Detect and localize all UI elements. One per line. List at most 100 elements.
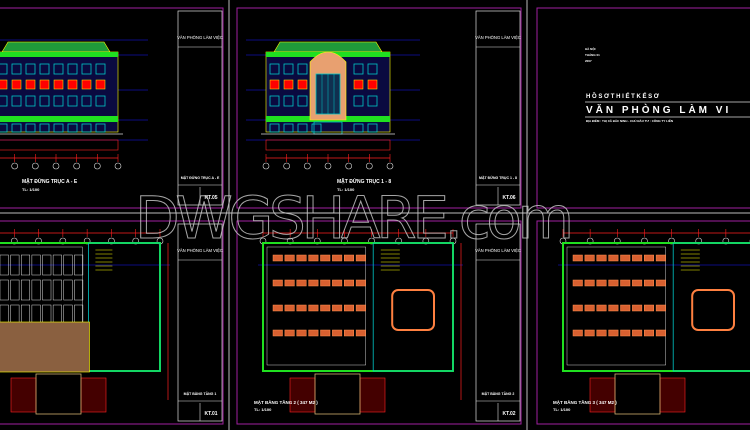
block-project: VĂN PHÒNG LÀM VIỆC bbox=[475, 35, 521, 40]
furniture bbox=[332, 304, 343, 312]
block-title: MẶT ĐỨNG TRỤC 1 - 8 bbox=[479, 175, 517, 180]
cover-heading: H Ồ S Ơ T H I Ế T K Ế S Ơ bbox=[586, 93, 660, 100]
furniture bbox=[0, 254, 9, 276]
furniture bbox=[284, 329, 295, 337]
roof bbox=[273, 41, 383, 53]
window bbox=[0, 95, 8, 107]
furniture bbox=[644, 279, 654, 287]
ramp bbox=[589, 377, 616, 413]
ramp bbox=[289, 377, 316, 413]
furniture bbox=[608, 304, 619, 312]
block-project: VĂN PHÒNG LÀM VIỆC bbox=[475, 248, 521, 253]
axis-bubble bbox=[94, 162, 101, 170]
window bbox=[283, 95, 294, 107]
furniture bbox=[296, 279, 307, 287]
axis-bubble bbox=[52, 162, 60, 170]
cover-small-2: THÁNG 01 bbox=[585, 52, 600, 57]
furniture bbox=[355, 254, 366, 262]
window bbox=[11, 123, 22, 133]
elevation-drawing bbox=[246, 39, 420, 170]
axis-bubble bbox=[114, 162, 122, 170]
sheet-number: KT.06 bbox=[502, 195, 515, 201]
window bbox=[25, 95, 36, 107]
window-panel bbox=[95, 79, 106, 90]
window bbox=[353, 95, 364, 107]
furniture bbox=[42, 254, 52, 276]
furniture bbox=[644, 304, 654, 312]
furniture bbox=[0, 279, 9, 301]
furniture bbox=[572, 254, 583, 262]
ramp bbox=[80, 377, 107, 413]
furniture bbox=[31, 279, 41, 301]
furniture bbox=[332, 329, 343, 337]
furniture bbox=[584, 254, 595, 262]
window bbox=[53, 123, 64, 133]
cornice bbox=[0, 52, 118, 57]
furniture bbox=[608, 279, 619, 287]
ramp bbox=[659, 377, 686, 413]
window bbox=[283, 123, 294, 133]
block-title: MẶT BẰNG TẦNG 1 bbox=[184, 391, 217, 396]
furniture bbox=[10, 254, 20, 276]
window bbox=[67, 63, 78, 75]
floor-band bbox=[0, 116, 118, 122]
axis-bubble bbox=[304, 162, 311, 170]
window bbox=[95, 95, 106, 107]
furniture bbox=[320, 254, 331, 262]
conference-table bbox=[691, 289, 736, 331]
window bbox=[269, 63, 280, 75]
sheet-4-scale: TL: 1/100 bbox=[254, 407, 272, 412]
furniture bbox=[644, 254, 654, 262]
window bbox=[0, 63, 8, 75]
furniture bbox=[632, 279, 643, 287]
cover-small-1: HÀ NỘI bbox=[585, 46, 596, 51]
furniture bbox=[572, 304, 583, 312]
sheet-number: KT.05 bbox=[204, 195, 217, 201]
window-panel bbox=[297, 79, 308, 90]
furniture bbox=[596, 329, 607, 337]
window bbox=[269, 123, 280, 133]
porch bbox=[314, 373, 361, 415]
furniture bbox=[10, 279, 20, 301]
furniture bbox=[655, 329, 666, 337]
axis-bubble bbox=[32, 162, 39, 170]
window-panel bbox=[39, 79, 50, 90]
furniture bbox=[272, 329, 283, 337]
furniture bbox=[31, 254, 41, 276]
furniture bbox=[632, 254, 643, 262]
sheet-4-title: MẶT BẰNG TẦNG 2 ( 347 M2 ) bbox=[254, 398, 318, 405]
sheet-5-scale: TL: 1/100 bbox=[553, 407, 571, 412]
window bbox=[353, 63, 364, 75]
window-panel bbox=[283, 79, 294, 90]
window bbox=[67, 123, 78, 133]
window bbox=[81, 95, 92, 107]
furniture bbox=[620, 254, 631, 262]
sheet-number: KT.01 bbox=[204, 411, 217, 417]
window-panel bbox=[53, 79, 64, 90]
axis-bubble bbox=[11, 162, 18, 170]
title-block: VĂN PHÒNG LÀM VIỆC MẶT ĐỨNG TRỤC 1 - 8 KT.… bbox=[475, 10, 521, 206]
window bbox=[367, 123, 378, 133]
window bbox=[25, 123, 36, 133]
furniture bbox=[272, 254, 283, 262]
furniture bbox=[355, 304, 366, 312]
cover-project: VĂN PHÒNG LÀM VI bbox=[586, 103, 731, 116]
cover-sheet: HÀ NỘI THÁNG 01 2007 H Ồ S Ơ T H I Ế T K… bbox=[585, 46, 750, 123]
furniture bbox=[572, 329, 583, 337]
floor-plan-drawing bbox=[558, 229, 750, 415]
furniture bbox=[21, 254, 30, 276]
furniture bbox=[584, 279, 595, 287]
furniture bbox=[655, 279, 666, 287]
room bbox=[88, 242, 161, 372]
furniture bbox=[355, 329, 366, 337]
window bbox=[297, 63, 308, 75]
window bbox=[39, 123, 50, 133]
furniture bbox=[284, 279, 295, 287]
window bbox=[0, 123, 8, 133]
furniture bbox=[308, 279, 319, 287]
window bbox=[81, 63, 92, 75]
furniture bbox=[620, 279, 631, 287]
furniture bbox=[320, 279, 331, 287]
